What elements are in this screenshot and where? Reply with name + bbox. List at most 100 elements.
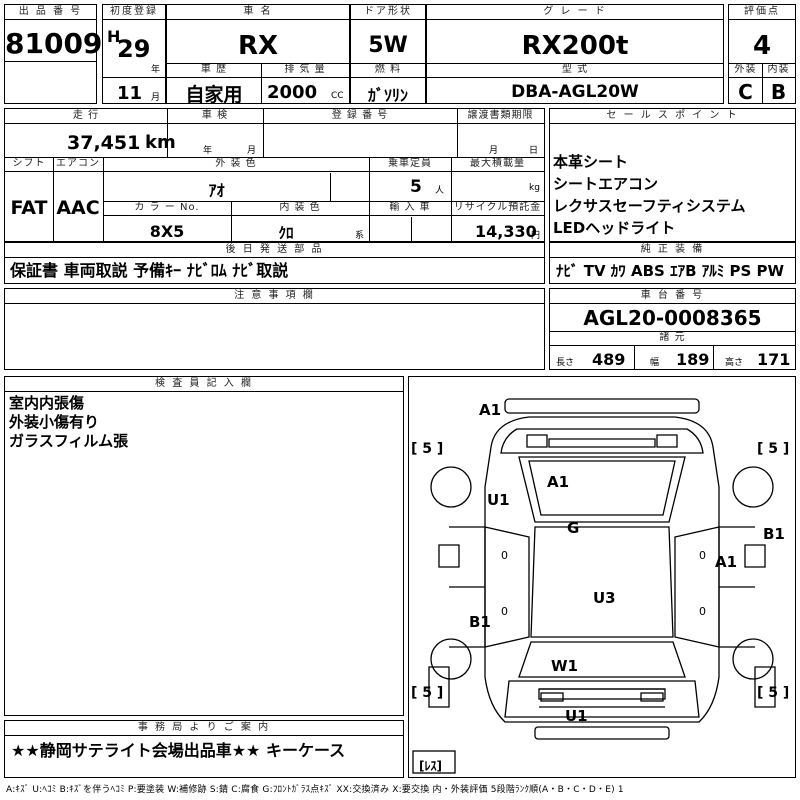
vehicle-info-box: 走 行 車 検 登 録 番 号 譲渡書類期限 37,451 km 年 月 月 日… [4,108,545,242]
inspector-box: 検 査 員 記 入 欄 室内内張傷 外装小傷有り ガラスフィルム張 [4,376,404,716]
model: DBA-AGL20W [511,82,639,102]
registration-month: 11 [117,83,143,104]
damage-legend: A:ｷｽﾞ U:ﾍｺﾐ B:ｷｽﾞを伴うﾍｺﾐ P:要塗装 W:補修跡 S:錆 … [6,785,624,795]
tire-tread-label: [ 5 ] [411,441,444,457]
lot-number-box: 出 品 番 号 81009 [4,4,103,104]
displacement-label: 排 気 量 [261,63,349,78]
specs-label: 諸 元 [550,331,795,346]
chassis-number: AGL20-0008365 [583,306,762,330]
damage-mark: B1 [763,525,785,543]
score: 4 [752,31,772,61]
first-registration-box: 初度登録 H 29 年 11 月 [102,4,166,104]
mileage-label: 走 行 [5,109,167,124]
equipment-box: 純 正 装 備 ﾅﾋﾞ TV ｶﾜ ABS ｴｱB ｱﾙﾐ PS PW [549,242,796,284]
first-registration-label: 初度登録 [103,5,165,20]
lot-number-label: 出 品 番 号 [5,5,96,20]
seats-unit: 人 [435,186,445,196]
shift: FAT [10,197,48,219]
score-label: 評価点 [729,5,795,20]
recycle-deposit-unit: 円 [531,231,541,241]
chassis-label: 車 台 番 号 [550,289,795,304]
color-number: 8X5 [149,222,185,241]
door-box: ドア形状 5W 燃 料 ｶﾞｿﾘﾝ [350,4,426,105]
inspector-note: 外装小傷有り [9,413,100,431]
car-outline [412,398,776,774]
inspector-note: 室内内張傷 [9,394,85,412]
transfer-month-unit: 月 [489,146,499,156]
damage-mark: W1 [551,657,578,675]
damage-mark: A1 [715,553,738,571]
import-label: 輸 入 車 [369,201,451,216]
fuel: ｶﾞｿﾘﾝ [367,86,408,105]
seats: 5 [410,177,422,197]
damage-mark: U1 [487,491,510,509]
equipment-text: ﾅﾋﾞ TV ｶﾜ ABS ｴｱB ｱﾙﾐ PS PW [556,262,785,280]
later-parts-text: 保証書 車両取説 予備ｷｰ ﾅﾋﾞﾛﾑ ﾅﾋﾞ取説 [10,261,289,280]
exterior-score-label: 外装 [729,63,762,78]
sales-point-item: 本革シート [553,153,629,171]
grade-label: グ レ ー ド [427,5,723,20]
tire-tread-label: [ 5 ] [411,685,444,701]
max-load-unit: kg [529,183,540,193]
color-number-label: カ ラ ー No. [103,201,231,216]
max-load-label: 最大積載量 [451,157,544,172]
history-label: 車 歴 [167,63,261,78]
damage-mark: A1 [479,401,502,419]
recycle-deposit-label: リサイクル預託金 [451,201,544,216]
seats-label: 乗車定員 [369,157,451,172]
zero-mark: 0 [501,605,508,618]
car-name-label: 車 名 [167,5,349,20]
chassis-box: 車 台 番 号 AGL20-0008365 諸 元 長さ 489 幅 189 高… [549,288,796,370]
exterior-color: ｱｵ [208,181,225,200]
height: 171 [757,350,791,369]
damage-mark: U3 [593,589,616,607]
inspector-note: ガラスフィルム張 [9,432,129,450]
damage-mark: A1 [547,473,570,491]
spare-tire-label: [ﾚｽ] [419,759,442,773]
era: H [107,27,121,46]
mileage-unit: km [145,132,176,153]
zero-mark: 0 [699,605,706,618]
inspector-label: 検 査 員 記 入 欄 [5,377,403,392]
exterior-color-label: 外 装 色 [103,157,369,172]
recycle-deposit: 14,330 [475,222,537,241]
registration-number-label: 登 録 番 号 [263,109,457,124]
sales-point-item: LEDヘッドライト [553,219,676,237]
inspection-month-unit: 月 [247,146,257,156]
interior-score-label: 内装 [762,63,795,78]
car-name-box: 車 名 RX 車 歴 排 気 量 自家用 2000 CC [166,4,350,106]
inspection-year-unit: 年 [203,146,213,156]
fuel-label: 燃 料 [351,63,425,78]
tire-tread-label: [ 5 ] [757,685,790,701]
transfer-day-unit: 日 [529,146,539,156]
damage-mark: G [567,519,580,537]
mileage: 37,451 [67,132,141,154]
displacement-unit: CC [331,91,344,101]
grade: RX200t [521,31,629,61]
width: 189 [676,350,710,369]
car-name: RX [237,31,279,61]
damage-mark: B1 [469,613,491,631]
aircon: AAC [56,197,100,219]
aircon-label: エアコン [53,157,103,172]
sales-points-label: セ ー ル ス ポ イ ン ト [550,109,795,124]
year-unit: 年 [151,65,161,75]
sales-point-item: レクサスセーフティシステム [553,197,746,215]
model-label: 型 式 [427,63,723,78]
damage-mark: U1 [565,707,588,725]
damage-diagram: A1 A1 U1 G B1 A1 U3 B1 W1 U1 [ 5 ] [ 5 ]… [408,376,796,778]
office-label: 事 務 局 よ り ご 案 内 [5,721,403,736]
interior-score: B [770,80,787,104]
office-text: ★★静岡サテライト会場出品車★★ キーケース [11,741,346,760]
history: 自家用 [185,84,243,106]
tire-tread-label: [ 5 ] [757,441,790,457]
interior-color-unit: 系 [355,231,365,241]
sales-points-box: セ ー ル ス ポ イ ン ト 本革シート シートエアコン レクサスセーフティシ… [549,108,796,242]
lot-number: 81009 [5,27,103,60]
month-unit: 月 [151,93,161,103]
shift-label: シフト [5,157,53,172]
exterior-score: C [738,80,753,104]
zero-mark: 0 [501,549,508,562]
equipment-label: 純 正 装 備 [550,243,795,258]
displacement: 2000 [267,82,318,103]
